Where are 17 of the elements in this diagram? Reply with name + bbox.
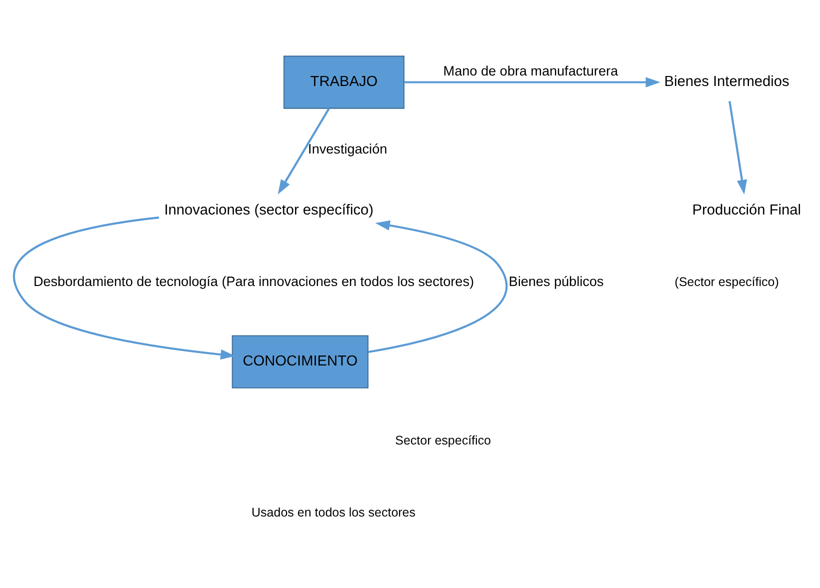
label: (Sector específico)	[674, 274, 778, 289]
arrow	[404, 77, 660, 88]
label: Usados en todos los sectores	[251, 505, 416, 520]
node-box: TRABAJO	[282, 56, 404, 109]
node-text: Producción Final	[692, 202, 800, 218]
edge-label: Bienes públicos	[508, 274, 604, 290]
node-text: Bienes Intermedios	[664, 74, 789, 90]
edge-label: Desbordamiento de tecnología (Para innovaciones en todos los sectores)	[32, 274, 474, 290]
node-box: CONOCIMIENTO	[231, 335, 368, 388]
edge-label: Mano de obra manufacturera	[442, 63, 618, 78]
edge-label: Investigación	[308, 142, 387, 157]
arrow	[277, 108, 330, 194]
arrow	[368, 220, 507, 354]
arrow	[12, 216, 235, 360]
node-text: Innovaciones (sector específico)	[164, 202, 374, 218]
arrow	[728, 100, 747, 194]
label: Sector específico	[394, 433, 491, 448]
